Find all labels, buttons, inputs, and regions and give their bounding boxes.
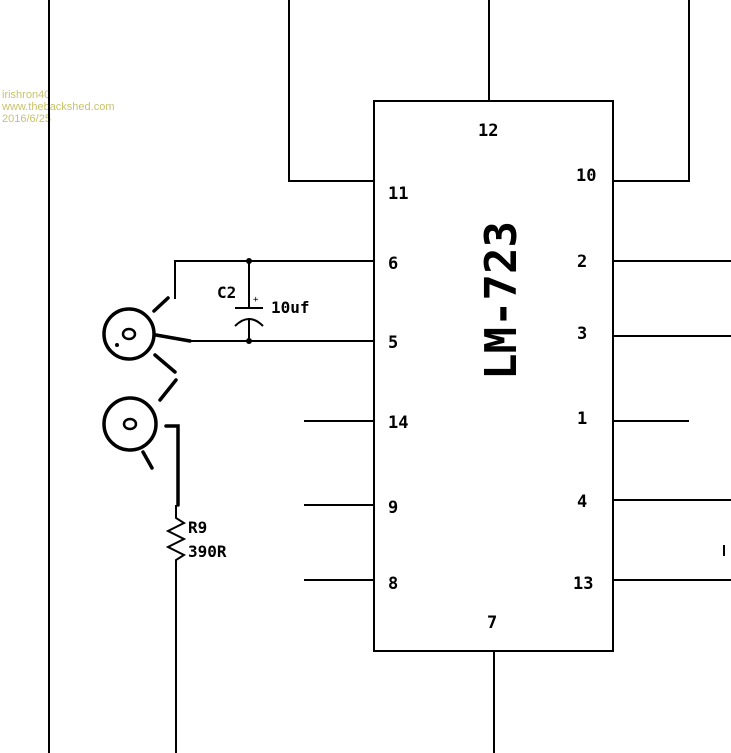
pin-label-6: 6 <box>388 254 398 274</box>
lower-connector <box>102 378 180 507</box>
resistor-value: 390R <box>188 542 227 561</box>
resistor-ref: R9 <box>188 518 207 537</box>
pin-label-10: 10 <box>576 166 596 186</box>
pin-label-4: 4 <box>577 492 587 512</box>
watermark-date: 2016/6/25 <box>2 113 51 125</box>
pin-label-12: 12 <box>478 121 498 141</box>
pin-label-9: 9 <box>388 498 398 518</box>
ic-name: LM-723 <box>476 221 527 380</box>
capacitor-ref: C2 <box>217 283 236 302</box>
watermark-author: irishron40 <box>2 89 50 101</box>
pin6-wire <box>174 260 374 299</box>
junction-dot <box>246 338 252 344</box>
capacitor-c2 <box>234 258 264 344</box>
pin-label-2: 2 <box>577 252 587 272</box>
pin11-wire <box>288 0 374 182</box>
pin-label-5: 5 <box>388 333 398 353</box>
pin-label-8: 8 <box>388 574 398 594</box>
watermark-site: www.thebackshed.com <box>1 101 115 113</box>
capacitor-value: 10uf <box>271 298 310 317</box>
resistor-r9 <box>165 505 187 753</box>
pin10-wire <box>613 0 690 182</box>
pin-label-14: 14 <box>388 413 408 433</box>
pin-label-13: 13 <box>573 574 593 594</box>
pin-label-11: 11 <box>388 184 408 204</box>
pin-label-7: 7 <box>487 613 497 633</box>
capacitor-polarity: + <box>253 295 259 305</box>
pin-label-3: 3 <box>577 324 587 344</box>
pin-label-1: 1 <box>577 409 587 429</box>
upper-connector <box>102 296 192 374</box>
junction-dot <box>246 258 252 264</box>
